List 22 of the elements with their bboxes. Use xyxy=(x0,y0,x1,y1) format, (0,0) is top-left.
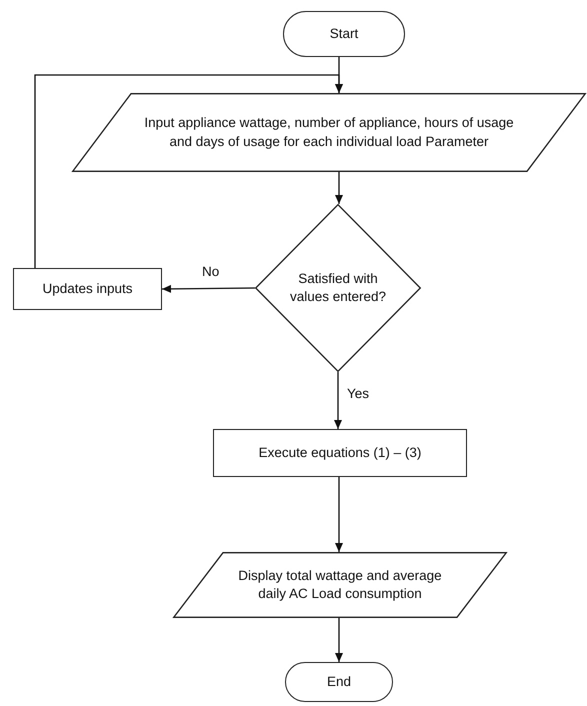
node-text: Satisfied with values entered? xyxy=(288,270,388,306)
arrow xyxy=(334,372,342,429)
node-text: Start xyxy=(330,24,358,43)
edge-label: No xyxy=(200,264,222,279)
terminal-pill xyxy=(283,11,405,57)
decision-diamond xyxy=(255,204,421,372)
node-text: Display total wattage and average daily AC Load consumption xyxy=(237,566,443,603)
node-text: Updates inputs xyxy=(41,280,134,298)
arrow xyxy=(34,74,343,268)
data-parallelogram xyxy=(72,93,586,172)
process-box xyxy=(213,429,467,477)
terminal-pill xyxy=(285,662,393,702)
arrow xyxy=(335,172,343,204)
node-text: End xyxy=(326,672,352,691)
edge-label: Yes xyxy=(345,386,372,401)
data-parallelogram xyxy=(173,552,507,618)
process-box xyxy=(13,268,162,310)
arrow xyxy=(335,618,343,662)
arrow xyxy=(335,477,343,552)
arrow xyxy=(162,284,255,293)
node-text: Input appliance wattage, number of appliance, hours of usage and days of usage for each individual load Parameter xyxy=(143,114,515,151)
node-text: Execute equations (1) – (3) xyxy=(258,444,422,462)
